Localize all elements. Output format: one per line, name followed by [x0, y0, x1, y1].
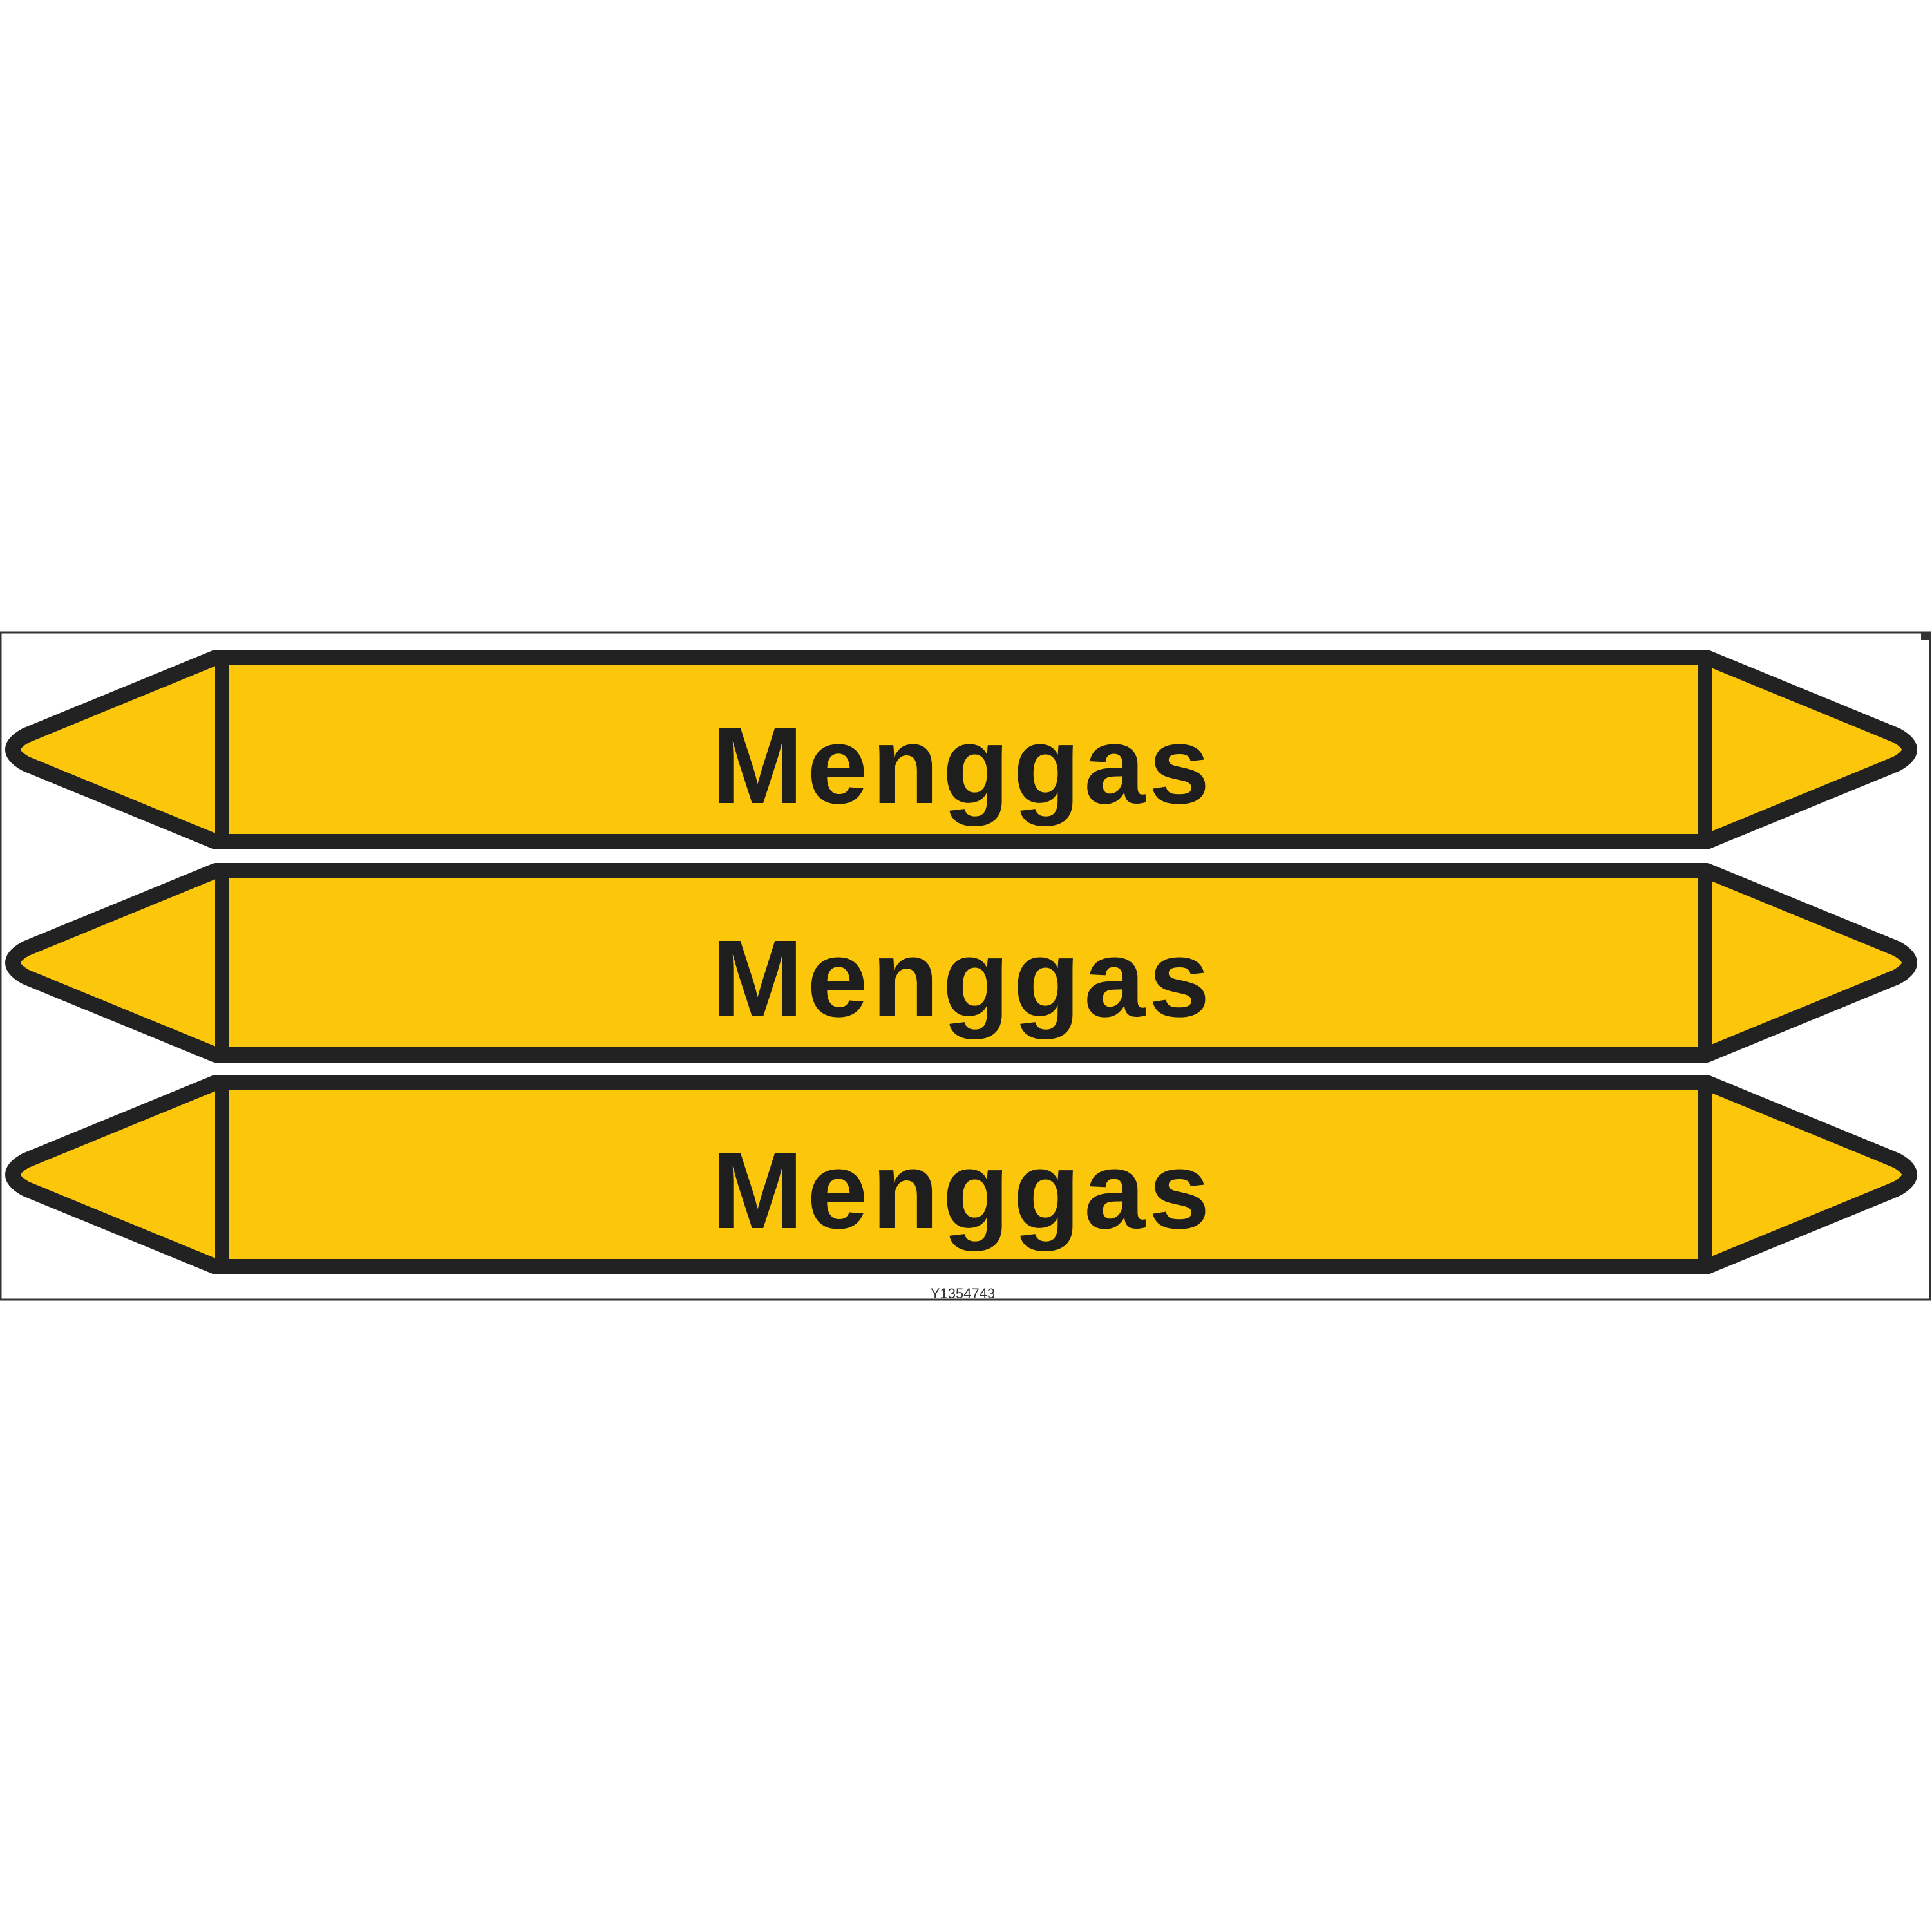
- product-code: Y1354743: [931, 1285, 995, 1302]
- marker-label: Menggas: [712, 705, 1214, 827]
- pipe-marker: Menggas: [5, 863, 1917, 1063]
- marker-label: Menggas: [712, 918, 1214, 1040]
- pipe-marker: Menggas: [5, 1075, 1917, 1274]
- marker-label: Menggas: [712, 1130, 1214, 1252]
- pipe-marker: Menggas: [5, 650, 1917, 849]
- corner-mark: [1921, 632, 1929, 640]
